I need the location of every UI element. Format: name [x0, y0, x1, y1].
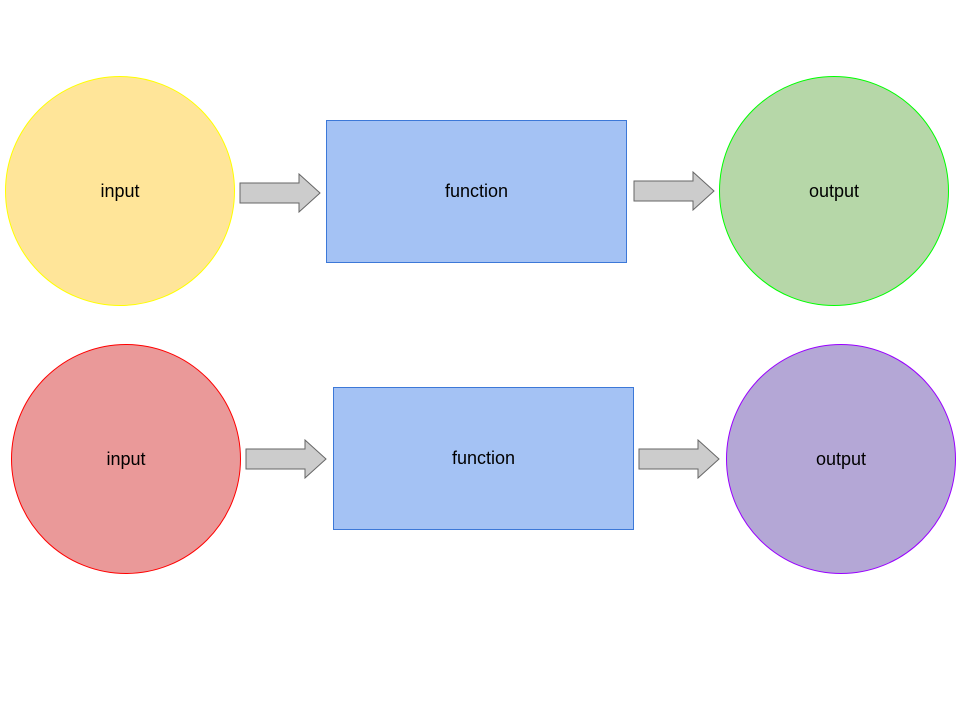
output-circle-row1: output — [719, 76, 949, 306]
input-circle-row1: input — [5, 76, 235, 306]
input-label: input — [100, 180, 140, 201]
arrow-shape — [638, 439, 720, 479]
right-arrow-icon — [633, 171, 715, 211]
input-label: input — [106, 448, 146, 469]
output-label: output — [808, 180, 860, 201]
right-arrow-icon — [245, 439, 327, 479]
function-box-row2: function — [333, 387, 634, 530]
arrow-shape — [239, 173, 321, 213]
function-label: function — [444, 181, 509, 201]
function-box-row1: function — [326, 120, 627, 263]
function-label: function — [451, 448, 516, 468]
arrow-shape — [245, 439, 327, 479]
right-arrow-icon — [638, 439, 720, 479]
input-circle-row2: input — [11, 344, 241, 574]
output-circle-row2: output — [726, 344, 956, 574]
output-label: output — [815, 448, 867, 469]
right-arrow-icon — [239, 173, 321, 213]
arrow-shape — [633, 171, 715, 211]
